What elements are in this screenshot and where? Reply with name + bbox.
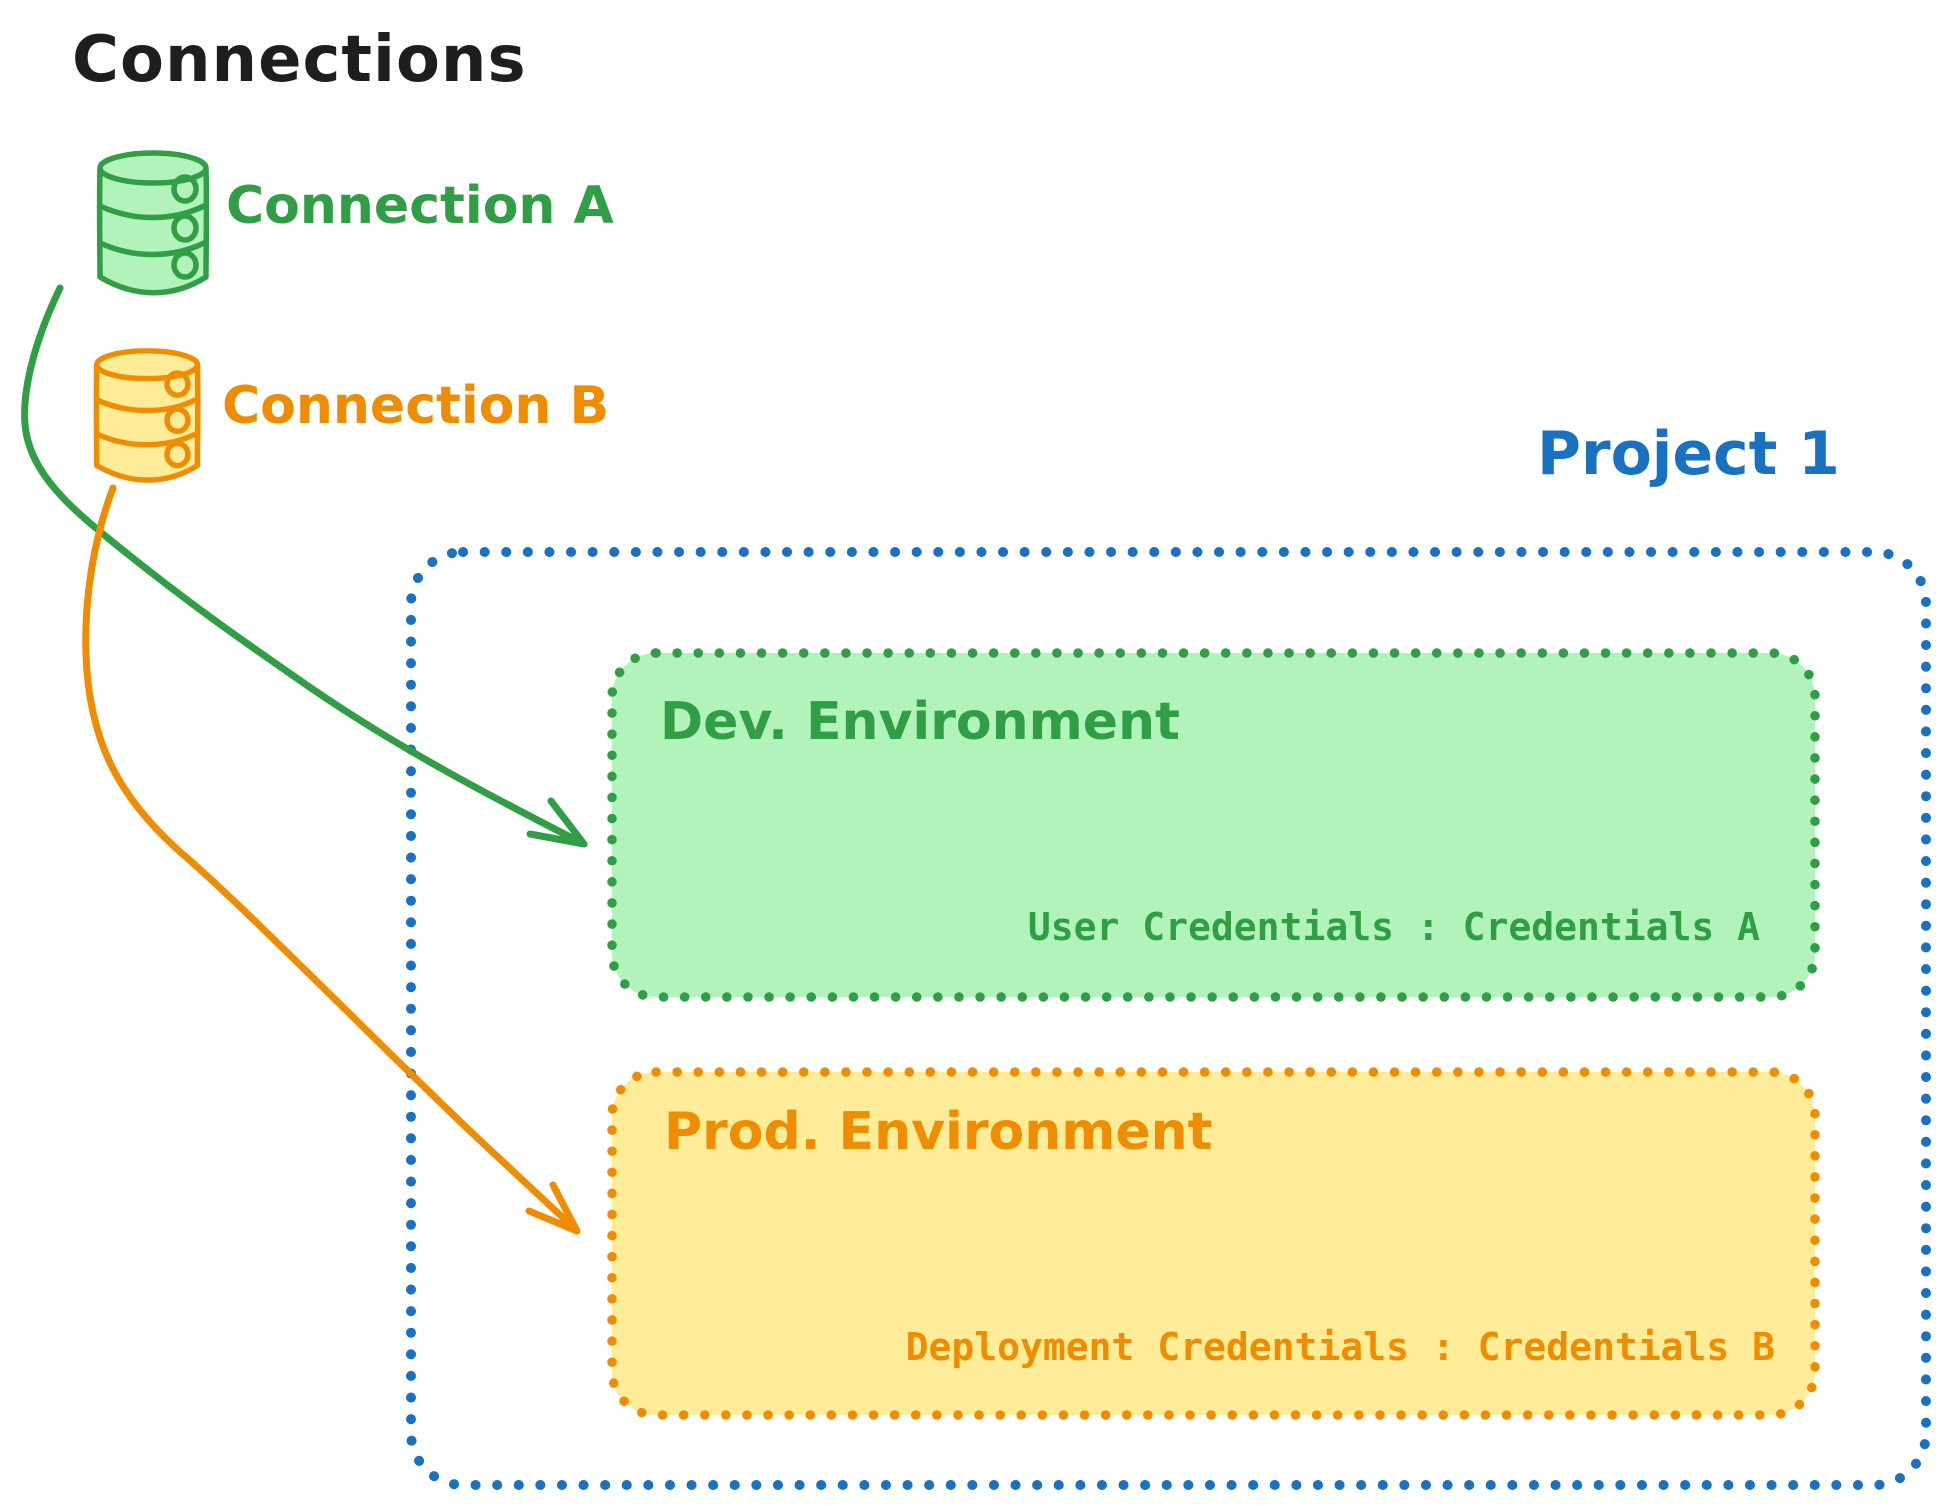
dev-environment-box xyxy=(607,648,1820,1002)
connection-a-database-icon xyxy=(96,150,210,296)
diagram-title: Connections xyxy=(72,23,527,97)
dev-environment-credentials: User Credentials : Credentials A xyxy=(1027,905,1760,949)
connection-b-database-icon xyxy=(93,348,201,483)
connection-b-label: Connection B xyxy=(222,376,610,436)
prod-environment-box xyxy=(607,1067,1820,1420)
project-label: Project 1 xyxy=(1537,419,1840,489)
arrowhead-icon xyxy=(526,797,588,848)
connection-a-label: Connection A xyxy=(226,176,614,236)
dev-environment-label: Dev. Environment xyxy=(660,692,1180,752)
prod-environment-label: Prod. Environment xyxy=(664,1102,1213,1162)
connection-b-arrow xyxy=(82,484,581,1235)
project-box-border xyxy=(406,547,1931,1490)
arrowhead-icon xyxy=(525,1181,581,1235)
connection-a-arrow xyxy=(21,284,588,848)
prod-environment-credentials: Deployment Credentials : Credentials B xyxy=(905,1325,1775,1369)
